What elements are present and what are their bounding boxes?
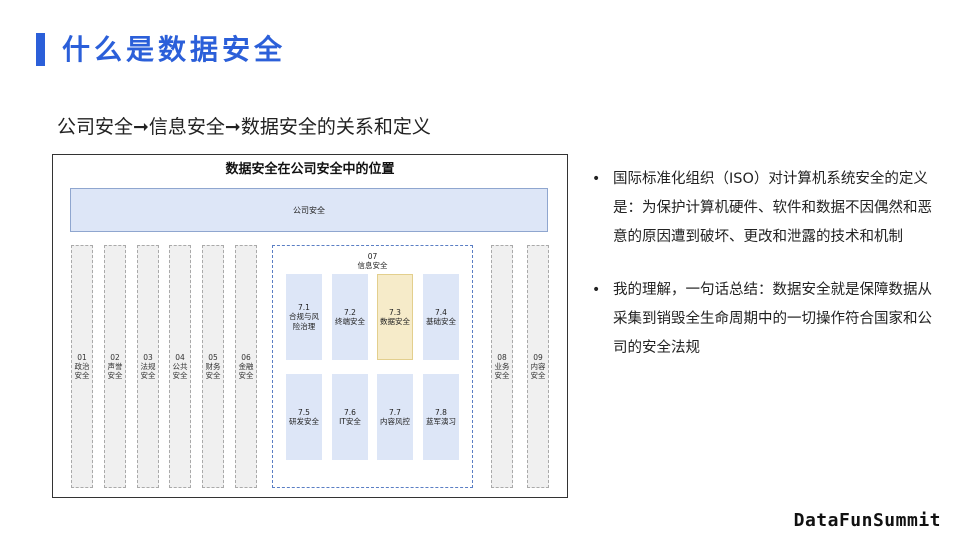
sub-num: 7.3 — [389, 307, 401, 317]
bullet-dot-icon: • — [592, 282, 601, 298]
pillar-num: 03 — [143, 353, 153, 362]
pillar-num: 02 — [110, 353, 120, 362]
page-subtitle: 公司安全➞信息安全➞数据安全的关系和定义 — [57, 116, 431, 138]
sub-label: 合规与风险治理 — [289, 312, 319, 331]
information-security-label: 07 信息安全 — [273, 252, 472, 270]
pillar-label: 内容安全 — [530, 362, 546, 380]
pillar-04: 04 公共安全 — [169, 245, 191, 488]
page-title: 什么是数据安全 — [62, 33, 287, 66]
pillar-label: 业务安全 — [494, 362, 510, 380]
sub-7-1: 7.1 合规与风险治理 — [286, 274, 322, 360]
sub-label: IT安全 — [339, 417, 361, 426]
info-label: 信息安全 — [357, 261, 388, 270]
sub-num: 7.2 — [344, 307, 356, 317]
bullet-text: 我的理解，一句话总结：数据安全就是保障数据从采集到销毁全生命周期中的一切操作符合… — [613, 282, 932, 356]
pillar-label: 公共安全 — [172, 362, 188, 380]
bullet-text: 国际标准化组织（ISO）对计算机系统安全的定义是：为保护计算机硬件、软件和数据不… — [613, 171, 932, 245]
sub-label: 研发安全 — [289, 417, 319, 426]
pillar-06: 06 金融安全 — [235, 245, 257, 488]
pillar-num: 08 — [497, 353, 507, 362]
bullet-item: • 国际标准化组织（ISO）对计算机系统安全的定义是：为保护计算机硬件、软件和数… — [592, 165, 942, 252]
sub-7-3-data-security: 7.3 数据安全 — [377, 274, 413, 360]
brand-logo: DataFunSummit — [793, 510, 941, 531]
bullet-item: • 我的理解，一句话总结：数据安全就是保障数据从采集到销毁全生命周期中的一切操作… — [592, 276, 942, 363]
information-security-box: 07 信息安全 7.1 合规与风险治理 7.2 终端安全 7.3 数据安全 7.… — [272, 245, 473, 488]
sub-label: 蓝军演习 — [426, 417, 456, 426]
pillar-08: 08 业务安全 — [491, 245, 513, 488]
info-num: 07 — [367, 252, 378, 261]
sub-num: 7.7 — [389, 407, 401, 417]
pillar-num: 06 — [241, 353, 251, 362]
sub-7-7: 7.7 内容风控 — [377, 374, 413, 460]
sub-7-5: 7.5 研发安全 — [286, 374, 322, 460]
sub-num: 7.4 — [435, 307, 447, 317]
sub-label: 内容风控 — [380, 417, 410, 426]
sub-num: 7.1 — [298, 302, 310, 312]
sub-7-4: 7.4 基础安全 — [423, 274, 459, 360]
sub-num: 7.8 — [435, 407, 447, 417]
company-security-label: 公司安全 — [293, 205, 325, 215]
title-accent-bar — [36, 33, 45, 66]
pillar-09: 09 内容安全 — [527, 245, 549, 488]
pillar-label: 金融安全 — [238, 362, 254, 380]
pillar-num: 09 — [533, 353, 543, 362]
pillar-num: 04 — [175, 353, 185, 362]
pillar-label: 声誉安全 — [107, 362, 123, 380]
sub-label: 基础安全 — [426, 317, 456, 326]
bullet-dot-icon: • — [592, 171, 601, 187]
pillar-num: 05 — [208, 353, 218, 362]
sub-label: 终端安全 — [335, 317, 365, 326]
sub-7-8: 7.8 蓝军演习 — [423, 374, 459, 460]
pillar-num: 01 — [77, 353, 87, 362]
pillar-03: 03 法规安全 — [137, 245, 159, 488]
pillar-01: 01 政治安全 — [71, 245, 93, 488]
sub-7-2: 7.2 终端安全 — [332, 274, 368, 360]
sub-num: 7.6 — [344, 407, 356, 417]
definition-bullets: • 国际标准化组织（ISO）对计算机系统安全的定义是：为保护计算机硬件、软件和数… — [592, 165, 942, 387]
pillar-label: 财务安全 — [205, 362, 221, 380]
pillar-05: 05 财务安全 — [202, 245, 224, 488]
diagram-title: 数据安全在公司安全中的位置 — [225, 162, 395, 177]
security-hierarchy-diagram: 数据安全在公司安全中的位置 公司安全 01 政治安全 02 声誉安全 03 法规… — [52, 154, 568, 498]
sub-label: 数据安全 — [380, 317, 410, 326]
pillar-label: 政治安全 — [74, 362, 90, 380]
company-security-box: 公司安全 — [70, 188, 548, 232]
pillar-02: 02 声誉安全 — [104, 245, 126, 488]
pillar-label: 法规安全 — [140, 362, 156, 380]
sub-num: 7.5 — [298, 407, 310, 417]
sub-7-6: 7.6 IT安全 — [332, 374, 368, 460]
